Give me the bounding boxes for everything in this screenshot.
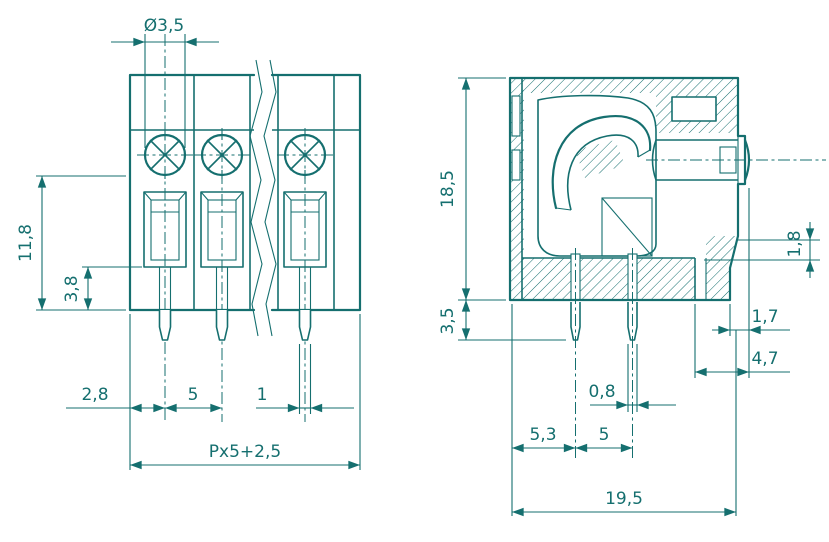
dim-pin-thickness: 0,8 (588, 344, 676, 412)
opening-inner (150, 199, 180, 261)
hatch-top-wall (522, 78, 738, 93)
pin-1 (158, 310, 172, 341)
opening-chamfer-r (178, 191, 187, 201)
dim-side-pitch: 5 (575, 425, 633, 453)
pin-3 (298, 310, 312, 341)
side-hatching (510, 78, 738, 300)
hatch-base (522, 258, 695, 300)
side-cavity-group (511, 94, 717, 257)
dim-screw-diameter: Ø3,5 (111, 16, 219, 148)
dim-pin-length: 3,5 (438, 300, 566, 341)
opening-inner (207, 199, 237, 261)
screw-3 (283, 131, 327, 179)
dim-label-screw-diameter: Ø3,5 (144, 16, 184, 36)
opening-outer (200, 191, 244, 268)
clamp-spring-end (555, 207, 572, 211)
dim-label-pin-thickness: 0,8 (588, 382, 615, 402)
pin-2 (215, 310, 229, 341)
dim-opening-depth: 3,8 (62, 266, 142, 310)
front-body-left (128, 73, 256, 312)
break-line-left (249, 59, 263, 337)
wire-opening-2 (200, 191, 244, 310)
dim-label-clamp-gap: 1,8 (785, 230, 805, 257)
clamp-cavity (537, 94, 657, 257)
wire-chamber (601, 197, 653, 257)
dim-body-height: 11,8 (16, 175, 126, 311)
screw-1 (143, 131, 187, 179)
dim-overall-width: Px5+2,5 (130, 442, 360, 470)
front-body-outline (128, 73, 362, 312)
dim-label-step-small: 1,7 (751, 307, 778, 327)
opening-chamfer-l (143, 191, 152, 201)
dim-label-overall-width: Px5+2,5 (209, 442, 281, 462)
screw-cross-2 (149, 139, 181, 171)
screw-cross-2 (206, 139, 238, 171)
clamp-spring-outer (551, 114, 652, 210)
wall-slot-1 (511, 95, 521, 137)
opening-chamfer-r (235, 191, 244, 201)
opening-chamfer-l (283, 191, 292, 201)
hatch-clamp (575, 140, 625, 178)
front-body-right (270, 73, 362, 312)
side-view: 18,5 3,5 1,8 1,7 (438, 76, 826, 517)
opening-outer (283, 191, 327, 268)
opening-inner (290, 199, 320, 261)
dim-step-large: 4,7 (694, 304, 790, 378)
side-centerlines (575, 159, 826, 460)
dim-label-opening-depth: 3,8 (62, 275, 82, 302)
screw-head-cap (743, 138, 751, 182)
hatch-foot (706, 236, 738, 300)
wall-slot-2 (511, 149, 521, 181)
dim-label-overall-depth: 19,5 (605, 489, 643, 509)
opening-outer (143, 191, 187, 268)
screw-cross-2 (289, 139, 321, 171)
screw-2 (200, 131, 244, 179)
dim-label-pin-length: 3,5 (438, 307, 458, 334)
wire-opening-1 (143, 191, 187, 310)
dim-face-to-pin: 5,3 (511, 304, 576, 516)
break-lines (249, 59, 277, 337)
dim-overall-height: 18,5 (438, 77, 506, 301)
dim-bottom-chain: 2,8 5 1 (66, 314, 361, 470)
dim-clamp-gap: 1,8 (704, 222, 820, 278)
clamp-spring-inner (567, 134, 639, 211)
dim-label-step-large: 4,7 (751, 349, 778, 369)
front-centerlines (137, 34, 333, 422)
opening-chamfer-r (318, 191, 327, 201)
dim-label-pitch: 5 (188, 385, 199, 405)
dim-overall-depth: 19,5 (512, 330, 737, 517)
front-view: Ø3,5 11,8 3,8 2,8 5 (16, 16, 362, 470)
front-pins (158, 310, 312, 341)
dim-label-edge-to-pin: 2,8 (81, 385, 108, 405)
dim-label-side-pitch: 5 (599, 425, 610, 445)
dim-label-overall-height: 18,5 (438, 170, 458, 208)
opening-chamfer-l (200, 191, 209, 201)
side-base (521, 78, 707, 300)
dim-label-face-to-pin: 5,3 (529, 425, 556, 445)
side-body-outline (508, 76, 747, 302)
clamp-spring-end (637, 149, 651, 158)
dim-step-small: 1,7 (712, 188, 790, 378)
break-line-right (263, 59, 277, 337)
dim-label-body-height: 11,8 (16, 224, 36, 262)
dim-label-pin-width: 1 (257, 385, 268, 405)
relief-window (671, 96, 717, 122)
wire-opening-3 (283, 191, 327, 310)
wire-chamber-diagonal (601, 197, 653, 257)
